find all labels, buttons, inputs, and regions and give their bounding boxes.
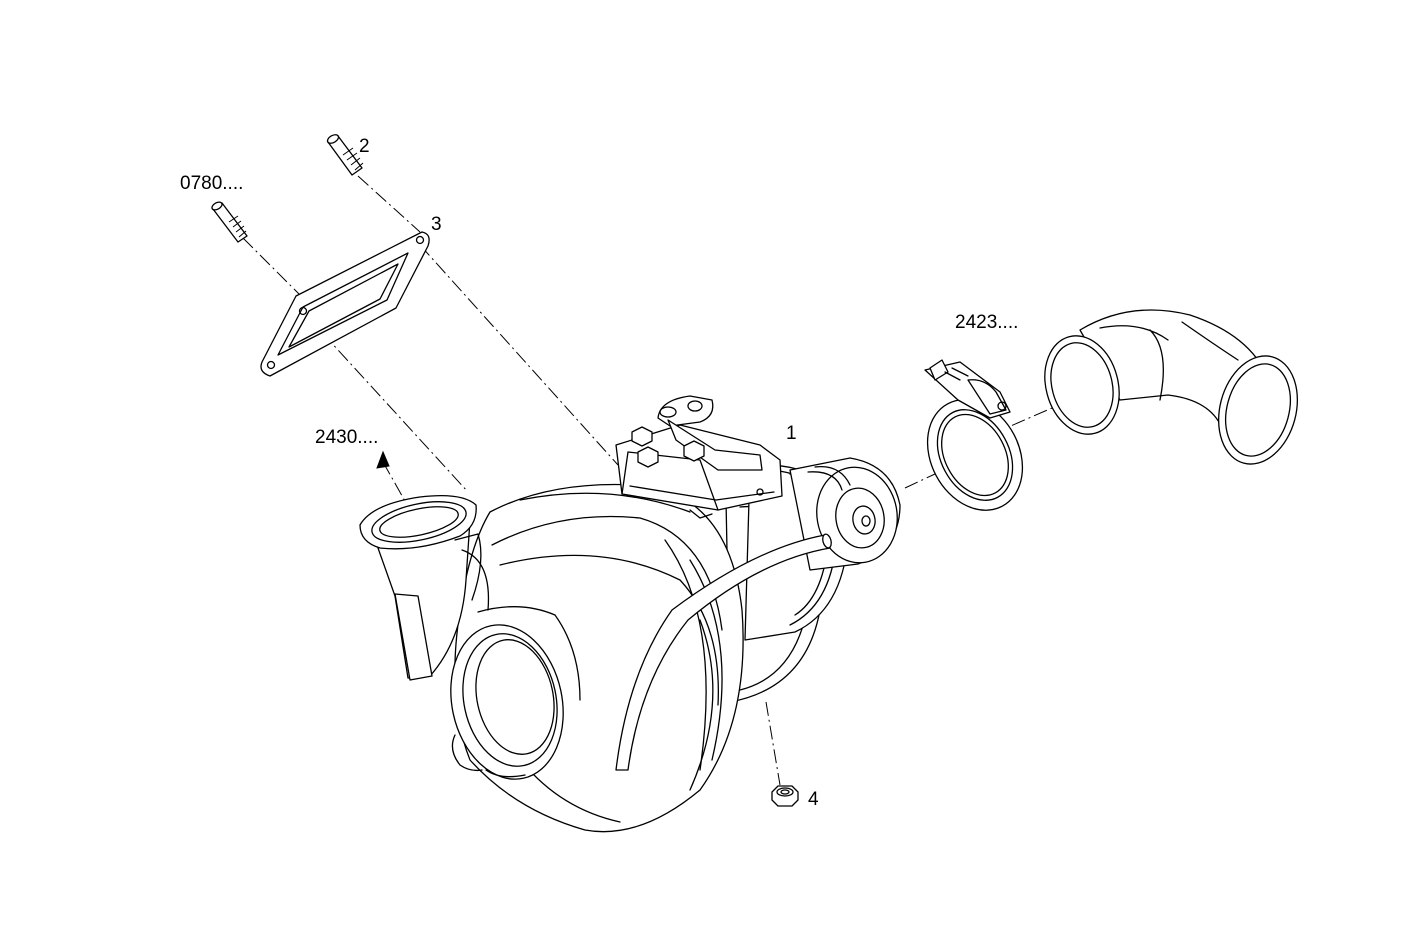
- label-part-1: 1: [786, 423, 797, 444]
- gasket-part-3[interactable]: [260, 231, 430, 377]
- stud-ref-0780[interactable]: [211, 200, 248, 243]
- turbocharger-part-1[interactable]: [359, 395, 905, 833]
- v-band-clamp[interactable]: [909, 359, 1041, 527]
- nut-part-4[interactable]: [771, 785, 799, 807]
- label-part-2: 2: [359, 136, 370, 157]
- label-ref-2430: 2430....: [315, 427, 378, 448]
- label-part-4: 4: [808, 789, 819, 810]
- label-ref-2423: 2423....: [955, 312, 1018, 333]
- stud-part-2[interactable]: [326, 133, 364, 176]
- elbow-hose-ref-2423[interactable]: [1034, 309, 1309, 473]
- label-ref-0780: 0780....: [180, 173, 243, 194]
- label-part-3: 3: [431, 214, 442, 235]
- arrow-icon-ref-2430: [376, 450, 390, 469]
